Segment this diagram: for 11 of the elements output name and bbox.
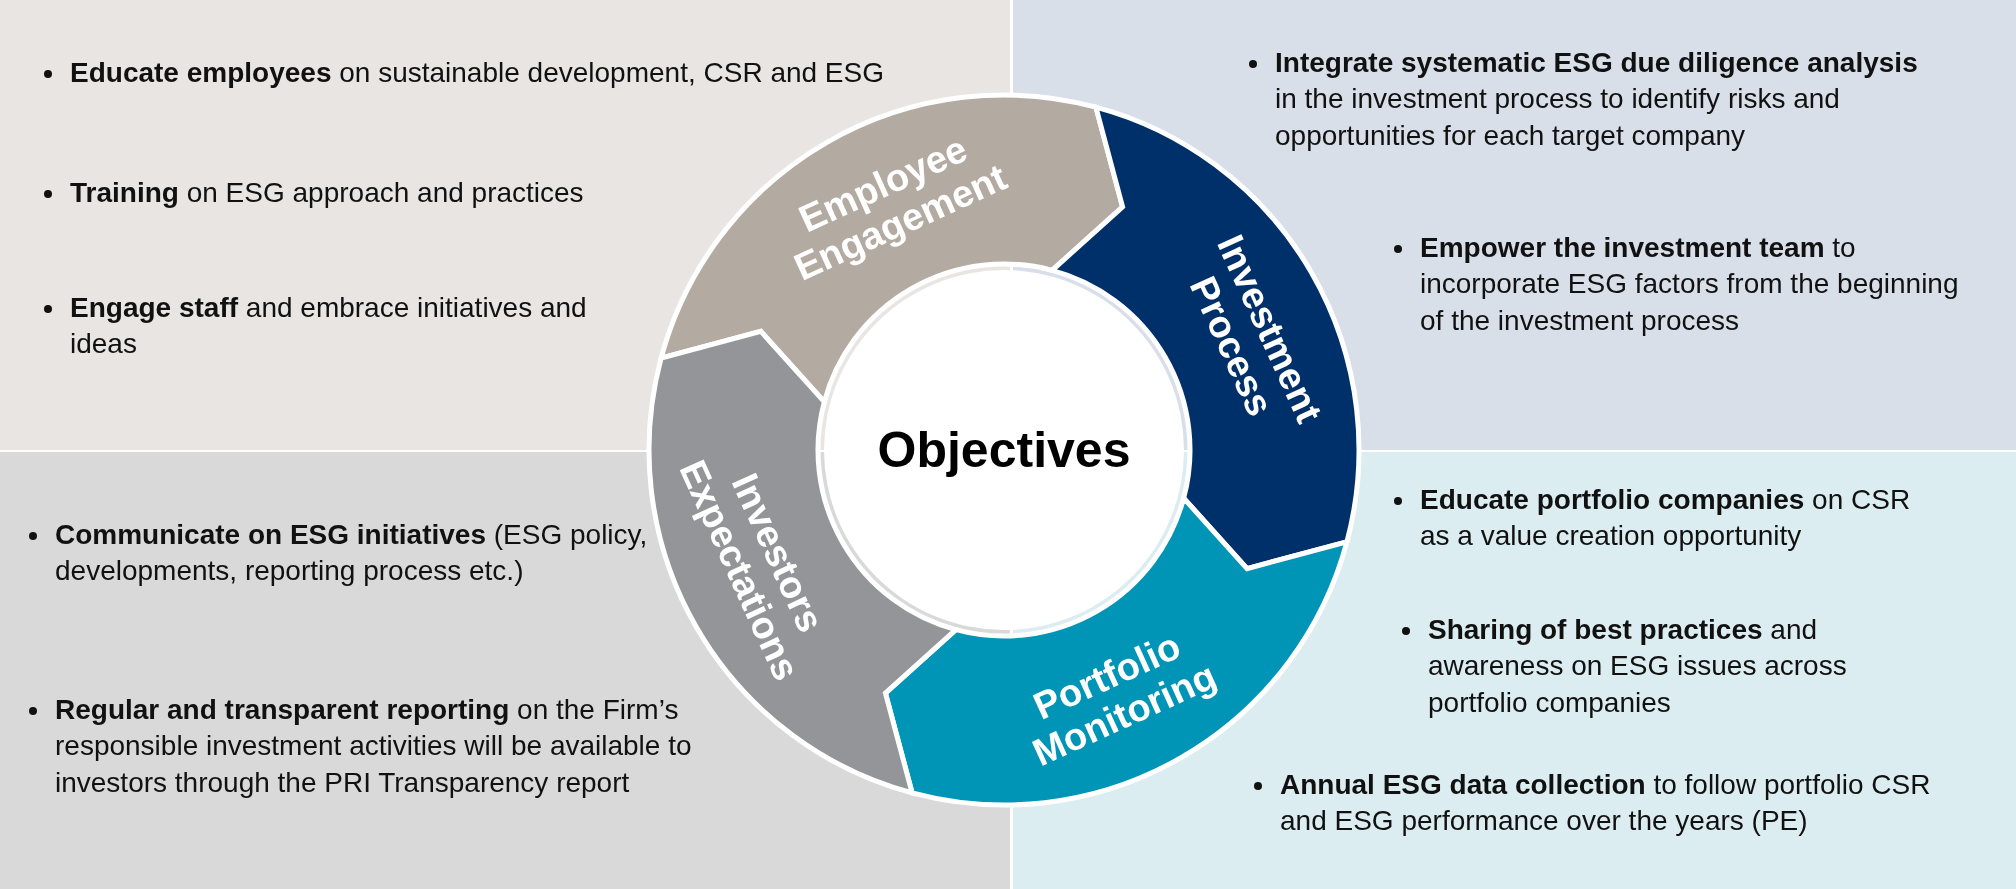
bullet-text: Sharing of best practices and awareness on ESG issues across portfolio companies xyxy=(1428,613,1848,720)
bullet-text: Communicate on ESG initiatives (ESG policy, developments, reporting process etc.) xyxy=(55,518,649,589)
bullet-text: Engage staff and embrace initiatives and ideas xyxy=(70,291,588,362)
bullet-text: Integrate systematic ESG due diligence analysis in the investment process to identify risks and opportunities for each target company xyxy=(1275,46,1919,153)
bullet-text: Educate portfolio companies on CSR as a value creation opportunity xyxy=(1420,483,1912,554)
bullet-text: Training on ESG approach and practices xyxy=(70,176,585,210)
bullet-text: Educate employees on sustainable development, CSR and ESG xyxy=(70,56,885,90)
bullet-text: Empower the investment team to incorporate ESG factors from the beginning of the investment process xyxy=(1420,231,1960,338)
center-title: Objectives xyxy=(877,421,1131,479)
bullet-text: Regular and transparent reporting on the Firm’s responsible investment activities will be available to investors through the PRI Transparency report xyxy=(55,693,693,800)
bullet-text: Annual ESG data collection to follow portfolio CSR and ESG performance over the years (PE) xyxy=(1280,768,1932,839)
